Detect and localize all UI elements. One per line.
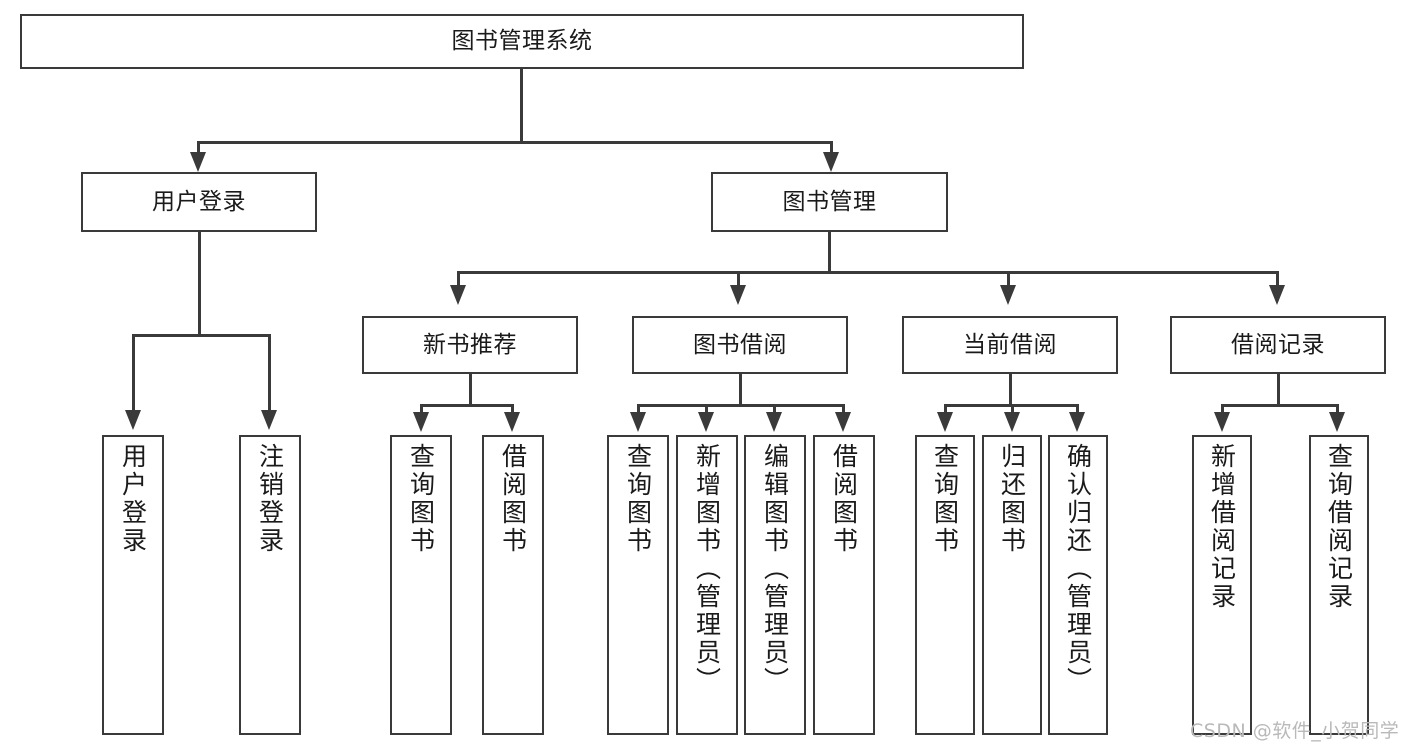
node-label: 当前借阅 [963,331,1057,358]
node-label: 查询图书 [930,443,960,555]
node-user-login[interactable]: 用户登录 [81,172,317,232]
arrow-bb-to-leaf-2 [698,412,714,432]
node-label: 归还图书 [997,443,1027,555]
node-new-book-recommend[interactable]: 新书推荐 [362,316,578,374]
leaf-br-add-record[interactable]: 新增借阅记录 [1192,435,1252,735]
arrow-root-to-book-management [823,152,839,172]
edge-br-stem [1277,374,1280,406]
arrow-bm-to-current-borrow [1000,285,1016,305]
edge-bb-to-leaf-3 [773,404,776,418]
node-book-management[interactable]: 图书管理 [711,172,948,232]
leaf-user-login-logout[interactable]: 注销登录 [239,435,301,735]
node-current-borrow[interactable]: 当前借阅 [902,316,1118,374]
node-label: 借阅图书 [829,443,859,555]
arrow-bm-to-borrow-record [1269,285,1285,305]
arrow-bm-to-book-borrow [730,285,746,305]
leaf-nbr-borrow-book[interactable]: 借阅图书 [482,435,544,735]
node-label: 新书推荐 [423,331,517,358]
edge-cb-to-leaf-3 [1076,404,1079,418]
arrow-root-to-user-login [190,152,206,172]
edge-bb-to-leaf-2 [705,404,708,418]
edge-bb-to-leaf-1 [637,404,640,418]
node-label: 确认归还（管理员） [1063,443,1093,695]
leaf-bb-query-book[interactable]: 查询图书 [607,435,669,735]
edge-br-to-leaf-1 [1221,404,1224,418]
node-label: 用户登录 [152,188,246,215]
arrow-cb-to-leaf-3 [1069,412,1085,432]
edge-book-management-stem [828,232,831,274]
arrow-cb-to-leaf-1 [937,412,953,432]
leaf-nbr-query-book[interactable]: 查询图书 [390,435,452,735]
node-label: 注销登录 [255,443,285,555]
arrow-br-to-leaf-1 [1214,412,1230,432]
edge-root-bus [197,141,833,144]
arrow-nbr-to-leaf-1 [413,412,429,432]
arrow-bm-to-new-book-recommend [450,285,466,305]
arrow-bb-to-leaf-4 [835,412,851,432]
leaf-user-login-login[interactable]: 用户登录 [102,435,164,735]
edge-nbr-to-leaf-2 [511,404,514,418]
leaf-cb-confirm-return-admin[interactable]: 确认归还（管理员） [1048,435,1108,735]
node-label: 查询借阅记录 [1324,443,1354,611]
edge-bm-to-borrow-record [1276,271,1279,293]
node-label: 图书借阅 [693,331,787,358]
node-label: 新增借阅记录 [1207,443,1237,611]
leaf-cb-query-book[interactable]: 查询图书 [915,435,975,735]
arrow-nbr-to-leaf-2 [504,412,520,432]
node-label: 借阅记录 [1231,331,1325,358]
edge-bb-stem [739,374,742,406]
edge-cb-stem [1009,374,1012,406]
leaf-bb-borrow-book[interactable]: 借阅图书 [813,435,875,735]
edge-cb-to-leaf-2 [1011,404,1014,418]
edge-user-login-to-leaf-1 [132,334,135,414]
edge-nbr-bus [420,404,513,407]
node-label: 编辑图书（管理员） [760,443,790,695]
leaf-br-query-record[interactable]: 查询借阅记录 [1309,435,1369,735]
arrow-br-to-leaf-2 [1329,412,1345,432]
arrow-cb-to-leaf-2 [1004,412,1020,432]
node-label: 用户登录 [118,443,148,555]
arrow-user-login-to-leaf-1 [125,410,141,430]
node-label: 借阅图书 [498,443,528,555]
node-label: 新增图书（管理员） [692,443,722,695]
leaf-bb-add-book-admin[interactable]: 新增图书（管理员） [676,435,738,735]
edge-bb-bus [637,404,845,407]
arrow-bb-to-leaf-3 [766,412,782,432]
node-label: 图书管理 [782,188,877,215]
edge-user-login-stem [198,232,201,336]
arrow-bb-to-leaf-1 [630,412,646,432]
edge-nbr-stem [469,374,472,406]
edge-bm-to-book-borrow [737,271,740,293]
edge-br-to-leaf-2 [1336,404,1339,418]
edge-user-login-to-leaf-2 [268,334,271,414]
node-root-book-management-system[interactable]: 图书管理系统 [20,14,1024,69]
edge-bb-to-leaf-4 [842,404,845,418]
node-label: 查询图书 [623,443,653,555]
leaf-cb-return-book[interactable]: 归还图书 [982,435,1042,735]
edge-bm-to-current-borrow [1007,271,1010,293]
watermark: CSDN @软件_小贺同学 [1190,720,1400,742]
edge-root-stem [520,69,523,143]
edge-bm-to-new-book-recommend [457,271,460,293]
node-book-borrow[interactable]: 图书借阅 [632,316,848,374]
edge-nbr-to-leaf-1 [420,404,423,418]
edge-br-bus [1221,404,1339,407]
edge-cb-to-leaf-1 [944,404,947,418]
node-borrow-record[interactable]: 借阅记录 [1170,316,1386,374]
node-label: 图书管理系统 [451,28,593,55]
arrow-user-login-to-leaf-2 [261,410,277,430]
leaf-bb-edit-book-admin[interactable]: 编辑图书（管理员） [744,435,806,735]
edge-user-login-bus [132,334,270,337]
edge-book-management-bus [457,271,1279,274]
node-label: 查询图书 [406,443,436,555]
